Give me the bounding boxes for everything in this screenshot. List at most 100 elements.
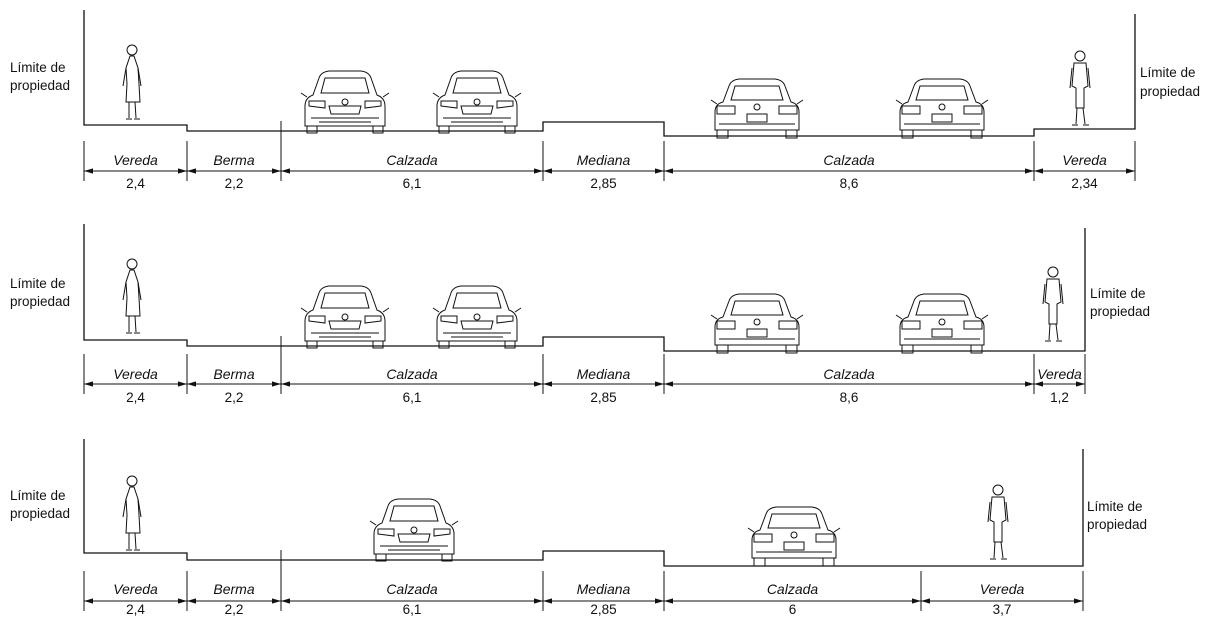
segment-name-label: Calzada — [823, 152, 875, 168]
dimension-arrowhead — [655, 168, 664, 174]
segment-width-value: 2,2 — [225, 602, 244, 617]
property-limit-label-right: propiedad — [1140, 84, 1200, 99]
dimension-arrowhead — [921, 598, 930, 604]
segment-width-value: 2,2 — [225, 176, 244, 191]
segment-width-value: 1,2 — [1050, 390, 1069, 405]
ground-profile — [83, 224, 1086, 352]
dimension-arrowhead — [178, 381, 187, 387]
segment-width-value: 2,85 — [590, 176, 616, 191]
property-limit-label-right: Límite de — [1090, 286, 1146, 301]
dimension-arrowhead — [1025, 168, 1034, 174]
segment-name-label: Vereda — [113, 581, 158, 597]
segment-width-value: 2,4 — [126, 176, 145, 191]
segment-name-label: Calzada — [386, 366, 438, 382]
segment-name-label: Berma — [213, 366, 254, 382]
segment-name-label: Vereda — [113, 152, 158, 168]
property-limit-label-right: Límite de — [1140, 65, 1196, 80]
segment-name-label: Vereda — [113, 366, 158, 382]
segment-width-value: 2,85 — [590, 602, 616, 617]
car-front-icon — [432, 285, 522, 349]
segment-width-value: 2,4 — [126, 602, 145, 617]
segment-name-label: Calzada — [386, 152, 438, 168]
dimension-arrowhead — [84, 381, 93, 387]
segment-name-label: Vereda — [980, 581, 1025, 597]
pedestrian-woman-icon — [122, 258, 142, 334]
car-rear-icon — [895, 78, 989, 139]
property-limit-label-right: Límite de — [1087, 499, 1143, 514]
dimension-arrowhead — [543, 381, 552, 387]
dimension-arrowhead — [178, 168, 187, 174]
cross-section-3: Vereda2,4Berma2,2Calzada6,1Mediana2,85Ca… — [10, 439, 1147, 617]
dimension-arrowhead — [1034, 381, 1043, 387]
dimension-arrowhead — [84, 168, 93, 174]
property-limit-label-left: propiedad — [10, 78, 70, 93]
car-rear-icon — [895, 293, 989, 354]
segment-name-label: Mediana — [577, 366, 631, 382]
dimension-arrowhead — [281, 381, 290, 387]
dimension-arrowhead — [664, 598, 673, 604]
segment-name-label: Calzada — [386, 581, 438, 597]
segment-name-label: Vereda — [1062, 152, 1107, 168]
segment-name-label: Mediana — [577, 152, 631, 168]
pedestrian-woman-icon — [122, 44, 142, 120]
dimension-arrowhead — [534, 598, 543, 604]
segment-name-label: Berma — [213, 152, 254, 168]
segment-width-value: 8,6 — [840, 390, 859, 405]
segment-width-value: 2,4 — [126, 390, 145, 405]
segment-width-value: 2,85 — [590, 390, 616, 405]
segment-width-value: 2,34 — [1071, 176, 1098, 191]
dimension-arrowhead — [664, 168, 673, 174]
dimension-arrowhead — [534, 381, 543, 387]
dimension-arrowhead — [272, 168, 281, 174]
car-rear-icon — [747, 506, 841, 567]
property-limit-label-right: propiedad — [1090, 304, 1150, 319]
dimension-arrowhead — [534, 168, 543, 174]
dimension-arrowhead — [281, 598, 290, 604]
dimension-arrowhead — [1076, 381, 1085, 387]
dimension-arrowhead — [1074, 598, 1083, 604]
car-rear-icon — [710, 78, 804, 139]
pedestrian-man-icon — [1042, 266, 1064, 342]
property-limit-label-left: propiedad — [10, 506, 70, 521]
car-front-icon — [300, 70, 390, 134]
property-limit-label-left: Límite de — [10, 276, 66, 291]
segment-name-label: Berma — [213, 581, 254, 597]
dimension-arrowhead — [664, 381, 673, 387]
pedestrian-man-icon — [1069, 50, 1091, 126]
segment-width-value: 6 — [789, 602, 797, 617]
dimension-arrowhead — [543, 598, 552, 604]
segment-name-label: Mediana — [577, 581, 631, 597]
dimension-arrowhead — [187, 168, 196, 174]
car-front-icon — [369, 498, 459, 562]
cross-section-1: Vereda 2,4 Berma 2,2 Calzada 6,1 Mediana 2,85 Ca… — [10, 10, 1200, 191]
segment-name-label: Vereda — [1037, 366, 1082, 382]
pedestrian-woman-icon — [122, 475, 142, 551]
dimension-arrowhead — [543, 168, 552, 174]
dimension-arrowhead — [272, 598, 281, 604]
car-front-icon — [300, 285, 390, 349]
segment-name-label: Calzada — [823, 366, 875, 382]
dimension-arrowhead — [84, 598, 93, 604]
dimension-arrowhead — [281, 168, 290, 174]
ground-profile — [83, 10, 1136, 137]
dimension-arrowhead — [187, 598, 196, 604]
ground-profile — [83, 439, 1084, 567]
segment-width-value: 6,1 — [403, 390, 422, 405]
property-limit-label-left: propiedad — [10, 294, 70, 309]
segment-width-value: 6,1 — [403, 602, 422, 617]
dimension-arrowhead — [655, 381, 664, 387]
car-rear-icon — [710, 293, 804, 354]
dimension-arrowhead — [272, 381, 281, 387]
dimension-arrowhead — [178, 598, 187, 604]
dimension-arrowhead — [1126, 168, 1135, 174]
pedestrian-man-icon — [987, 484, 1009, 560]
property-limit-label-left: Límite de — [10, 488, 66, 503]
segment-width-value: 6,1 — [403, 176, 422, 191]
dimension-arrowhead — [1025, 381, 1034, 387]
segment-width-value: 2,2 — [225, 390, 244, 405]
car-front-icon — [432, 70, 522, 134]
property-limit-label-left: Límite de — [10, 60, 66, 75]
dimension-arrowhead — [912, 598, 921, 604]
segment-width-value: 3,7 — [993, 602, 1012, 617]
